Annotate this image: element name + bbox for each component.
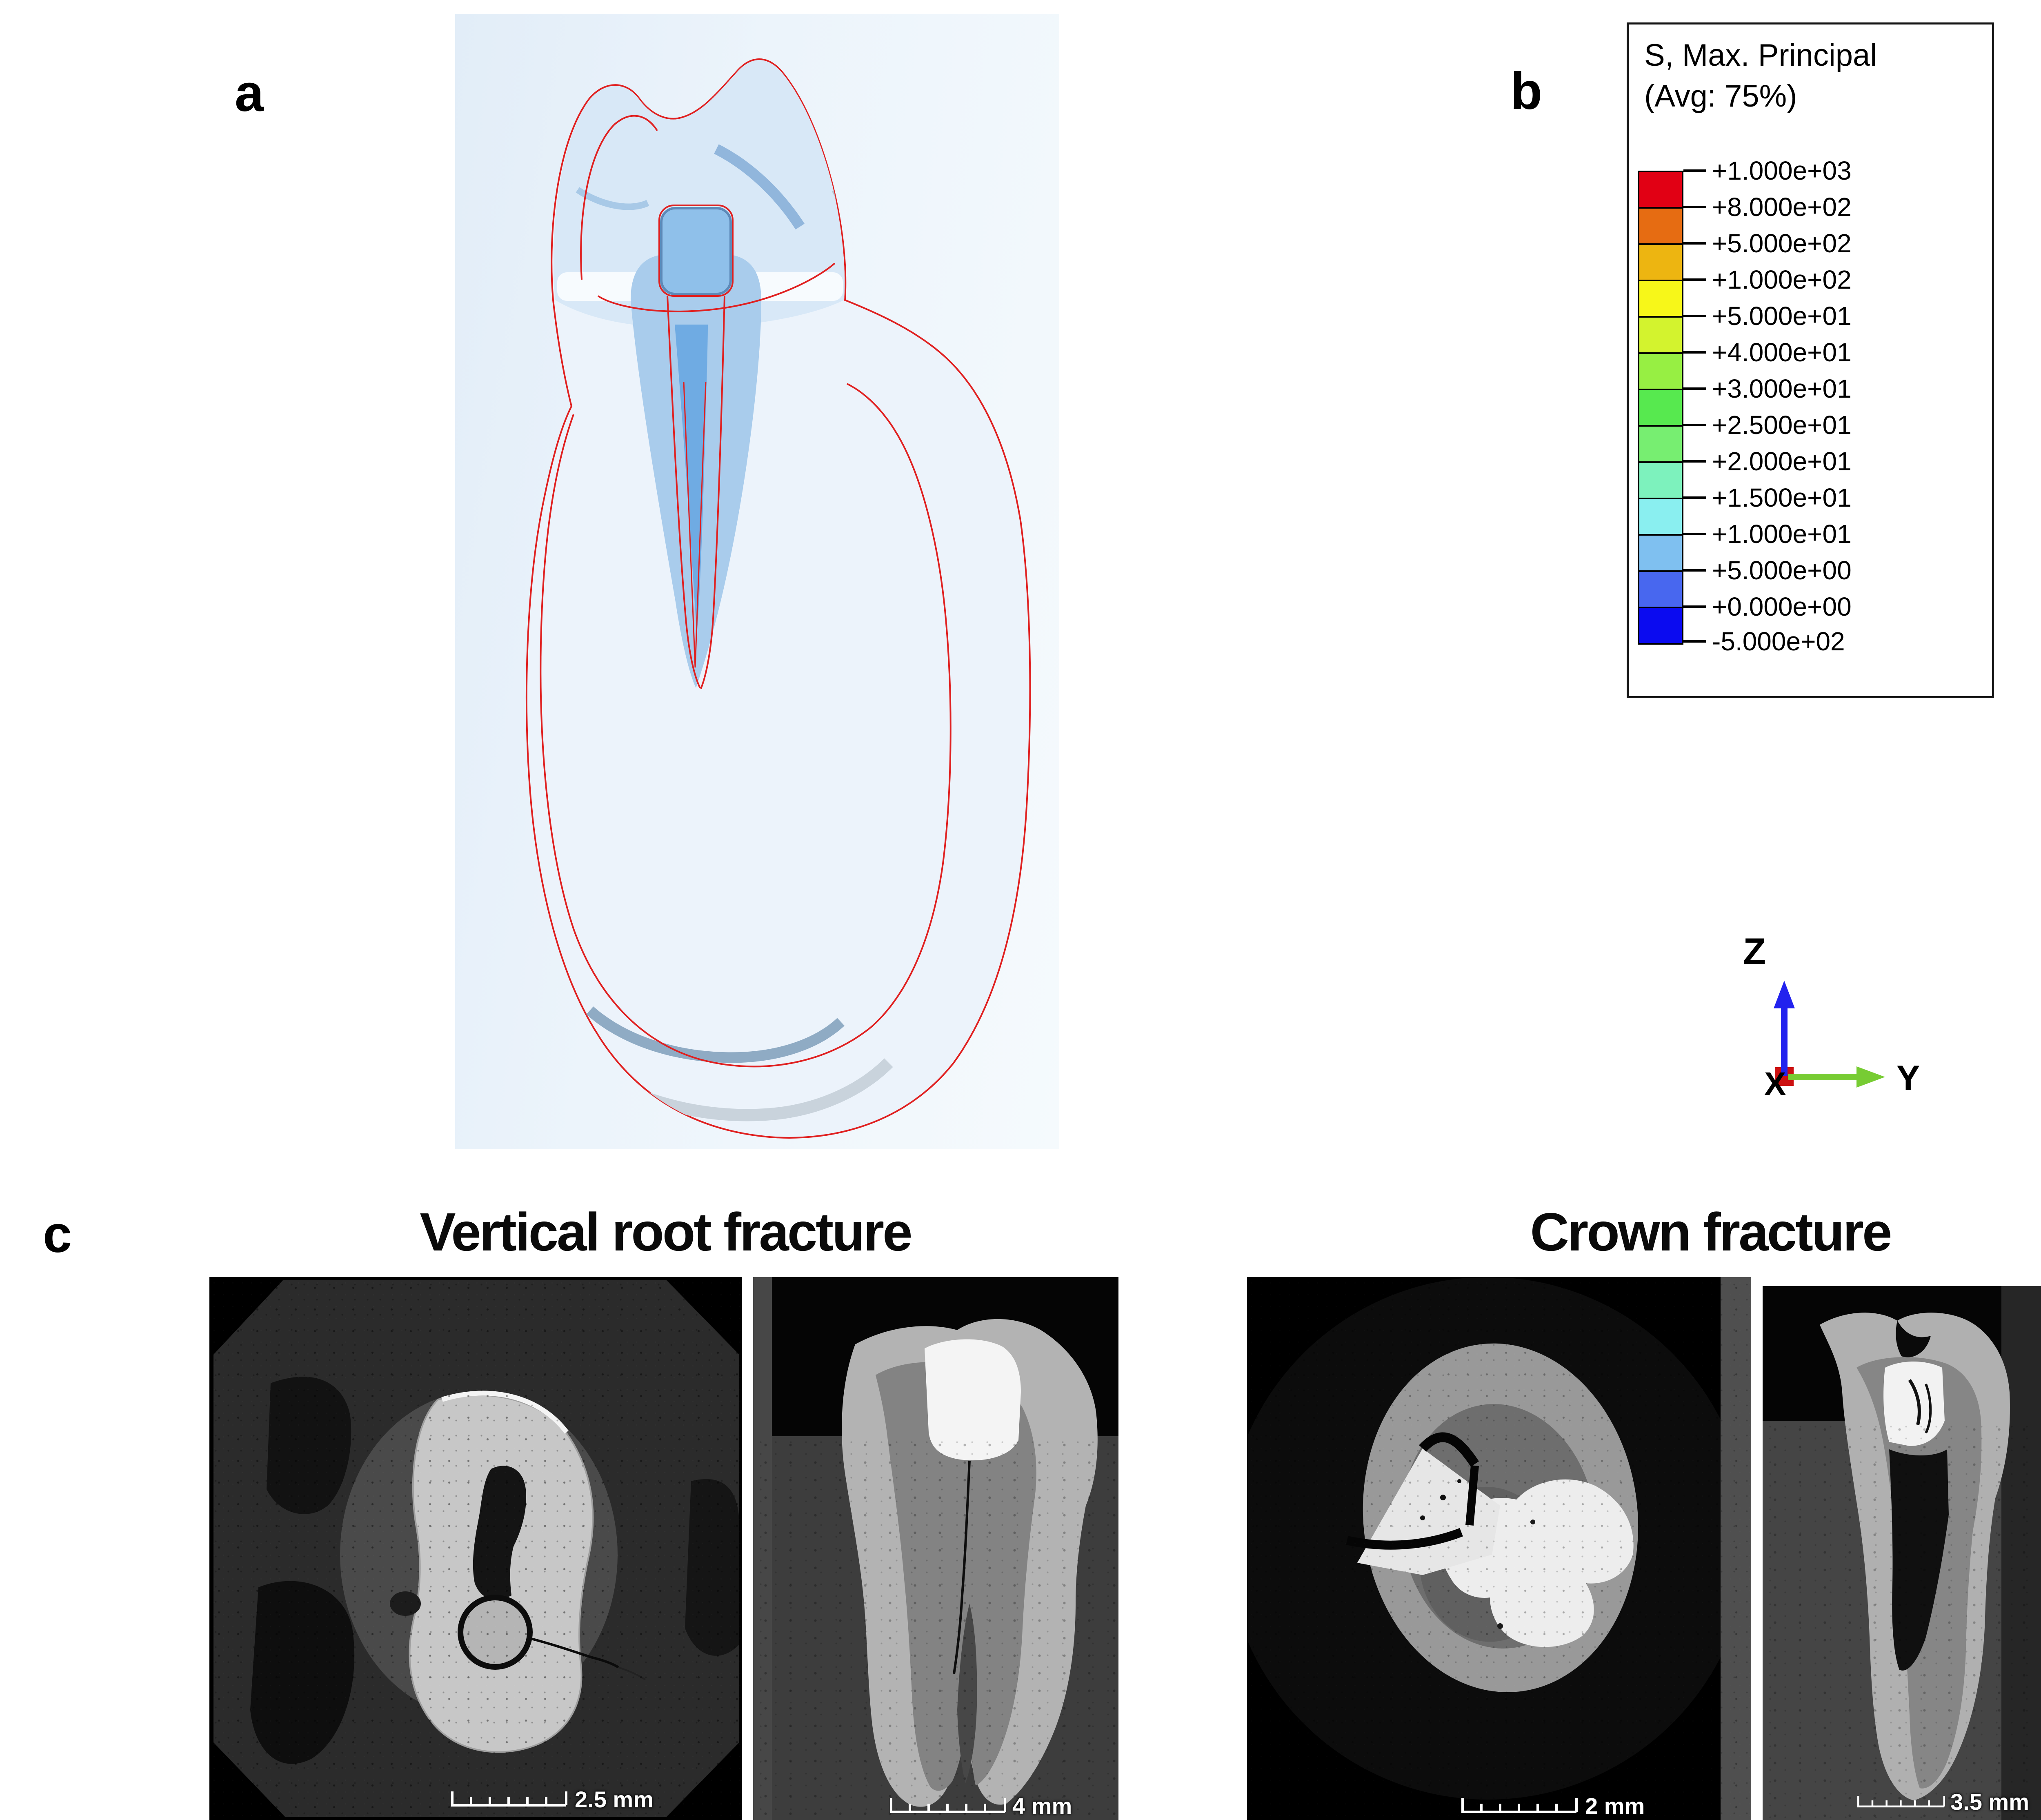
legend-swatch-5 <box>1638 352 1683 390</box>
ct-image-crown-axial: 2 mm <box>1247 1277 1751 1820</box>
panel-a-label: a <box>235 64 264 122</box>
group-title-crown-fracture: Crown fracture <box>1530 1202 1892 1262</box>
legend-value-12: +0.000e+00 <box>1712 592 1852 621</box>
y-axis-arrowhead <box>1856 1066 1885 1088</box>
ct-image-crown-sagittal: 3.5 mm <box>1763 1286 2041 1820</box>
legend-tick-2 <box>1683 242 1706 245</box>
legend-value-7: +2.500e+01 <box>1712 410 1852 440</box>
noise-overlay <box>753 1436 1118 1820</box>
scale-ruler <box>1857 1792 1945 1810</box>
ct-crown-sagittal-svg <box>1763 1286 2041 1820</box>
scale-ruler <box>890 1795 1006 1815</box>
legend-tick-1 <box>1683 206 1706 208</box>
legend-tick-5 <box>1683 351 1706 354</box>
legend-value-5: +4.000e+01 <box>1712 338 1852 367</box>
group-title-vertical-root-fracture: Vertical root fracture <box>420 1202 912 1262</box>
noise-overlay <box>1247 1277 1751 1820</box>
legend-value-0: +1.000e+03 <box>1712 156 1852 185</box>
legend-tick-12 <box>1683 605 1706 608</box>
legend-tick-11 <box>1683 569 1706 572</box>
z-axis-arrowhead <box>1774 981 1795 1008</box>
legend-swatch-1 <box>1638 207 1683 245</box>
tooth-model-svg <box>526 58 1031 1139</box>
legend-title-line1: S, Max. Principal <box>1644 38 1877 73</box>
legend-tick-4 <box>1683 315 1706 317</box>
legend-tick-0 <box>1683 169 1706 172</box>
legend-rows: +1.000e+03 +8.000e+02 +5.000e+02 +1.000e+02… <box>1638 157 1989 701</box>
legend-swatch-0 <box>1638 171 1683 209</box>
legend-value-6: +3.000e+01 <box>1712 374 1852 403</box>
y-axis-label: Y <box>1896 1059 1920 1098</box>
legend-swatch-4 <box>1638 316 1683 354</box>
ct-image-vrf-sagittal: 4 mm <box>753 1277 1118 1820</box>
legend-swatch-8 <box>1638 461 1683 499</box>
legend-swatch-2 <box>1638 243 1683 281</box>
scale-ruler <box>1461 1795 1578 1815</box>
ct-image-vrf-axial: 2.5 mm <box>209 1277 742 1820</box>
legend-value-13: -5.000e+02 <box>1712 627 1845 656</box>
legend-swatch-7 <box>1638 425 1683 463</box>
panel-b-label: b <box>1510 62 1543 120</box>
legend-tick-8 <box>1683 460 1706 463</box>
axis-triad: Z X Y <box>1743 931 1920 1102</box>
legend-tick-9 <box>1683 496 1706 499</box>
ct-crown-axial-svg <box>1247 1277 1751 1820</box>
z-axis-label: Z <box>1743 931 1766 972</box>
legend-value-3: +1.000e+02 <box>1712 265 1852 294</box>
legend-value-10: +1.000e+01 <box>1712 519 1852 549</box>
legend-value-4: +5.000e+01 <box>1712 301 1852 331</box>
legend-value-8: +2.000e+01 <box>1712 447 1852 476</box>
legend-value-11: +5.000e+00 <box>1712 556 1852 585</box>
panel-a-render <box>455 14 1059 1149</box>
legend-swatch-12 <box>1638 607 1683 645</box>
scale-label: 4 mm <box>1012 1793 1072 1819</box>
legend-tick-10 <box>1683 533 1706 535</box>
legend-value-9: +1.500e+01 <box>1712 483 1852 512</box>
legend-tick-3 <box>1683 278 1706 281</box>
scale-label: 3.5 mm <box>1950 1789 2029 1815</box>
ct-vrf-axial-svg <box>213 1280 739 1817</box>
scale-ruler <box>451 1788 567 1809</box>
legend-tick-6 <box>1683 387 1706 390</box>
noise-overlay <box>1763 1421 2041 1820</box>
ct-vrf-sagittal-svg <box>753 1277 1118 1820</box>
legend-tick-7 <box>1683 424 1706 426</box>
legend-swatch-6 <box>1638 389 1683 427</box>
legend-title-line2: (Avg: 75%) <box>1644 79 1797 113</box>
legend-swatch-11 <box>1638 570 1683 608</box>
scale-label: 2.5 mm <box>575 1787 654 1812</box>
legend-swatch-9 <box>1638 498 1683 536</box>
stress-legend: S, Max. Principal (Avg: 75%) <box>1627 22 1994 698</box>
legend-swatch-3 <box>1638 280 1683 318</box>
legend-tick-13 <box>1683 640 1706 643</box>
legend-value-2: +5.000e+02 <box>1712 229 1852 258</box>
x-axis-label: X <box>1764 1066 1786 1102</box>
scale-label: 2 mm <box>1585 1793 1645 1819</box>
legend-value-1: +8.000e+02 <box>1712 192 1852 222</box>
legend-swatch-10 <box>1638 534 1683 572</box>
noise-overlay <box>209 1277 742 1820</box>
panel-c-label: c <box>43 1205 72 1264</box>
